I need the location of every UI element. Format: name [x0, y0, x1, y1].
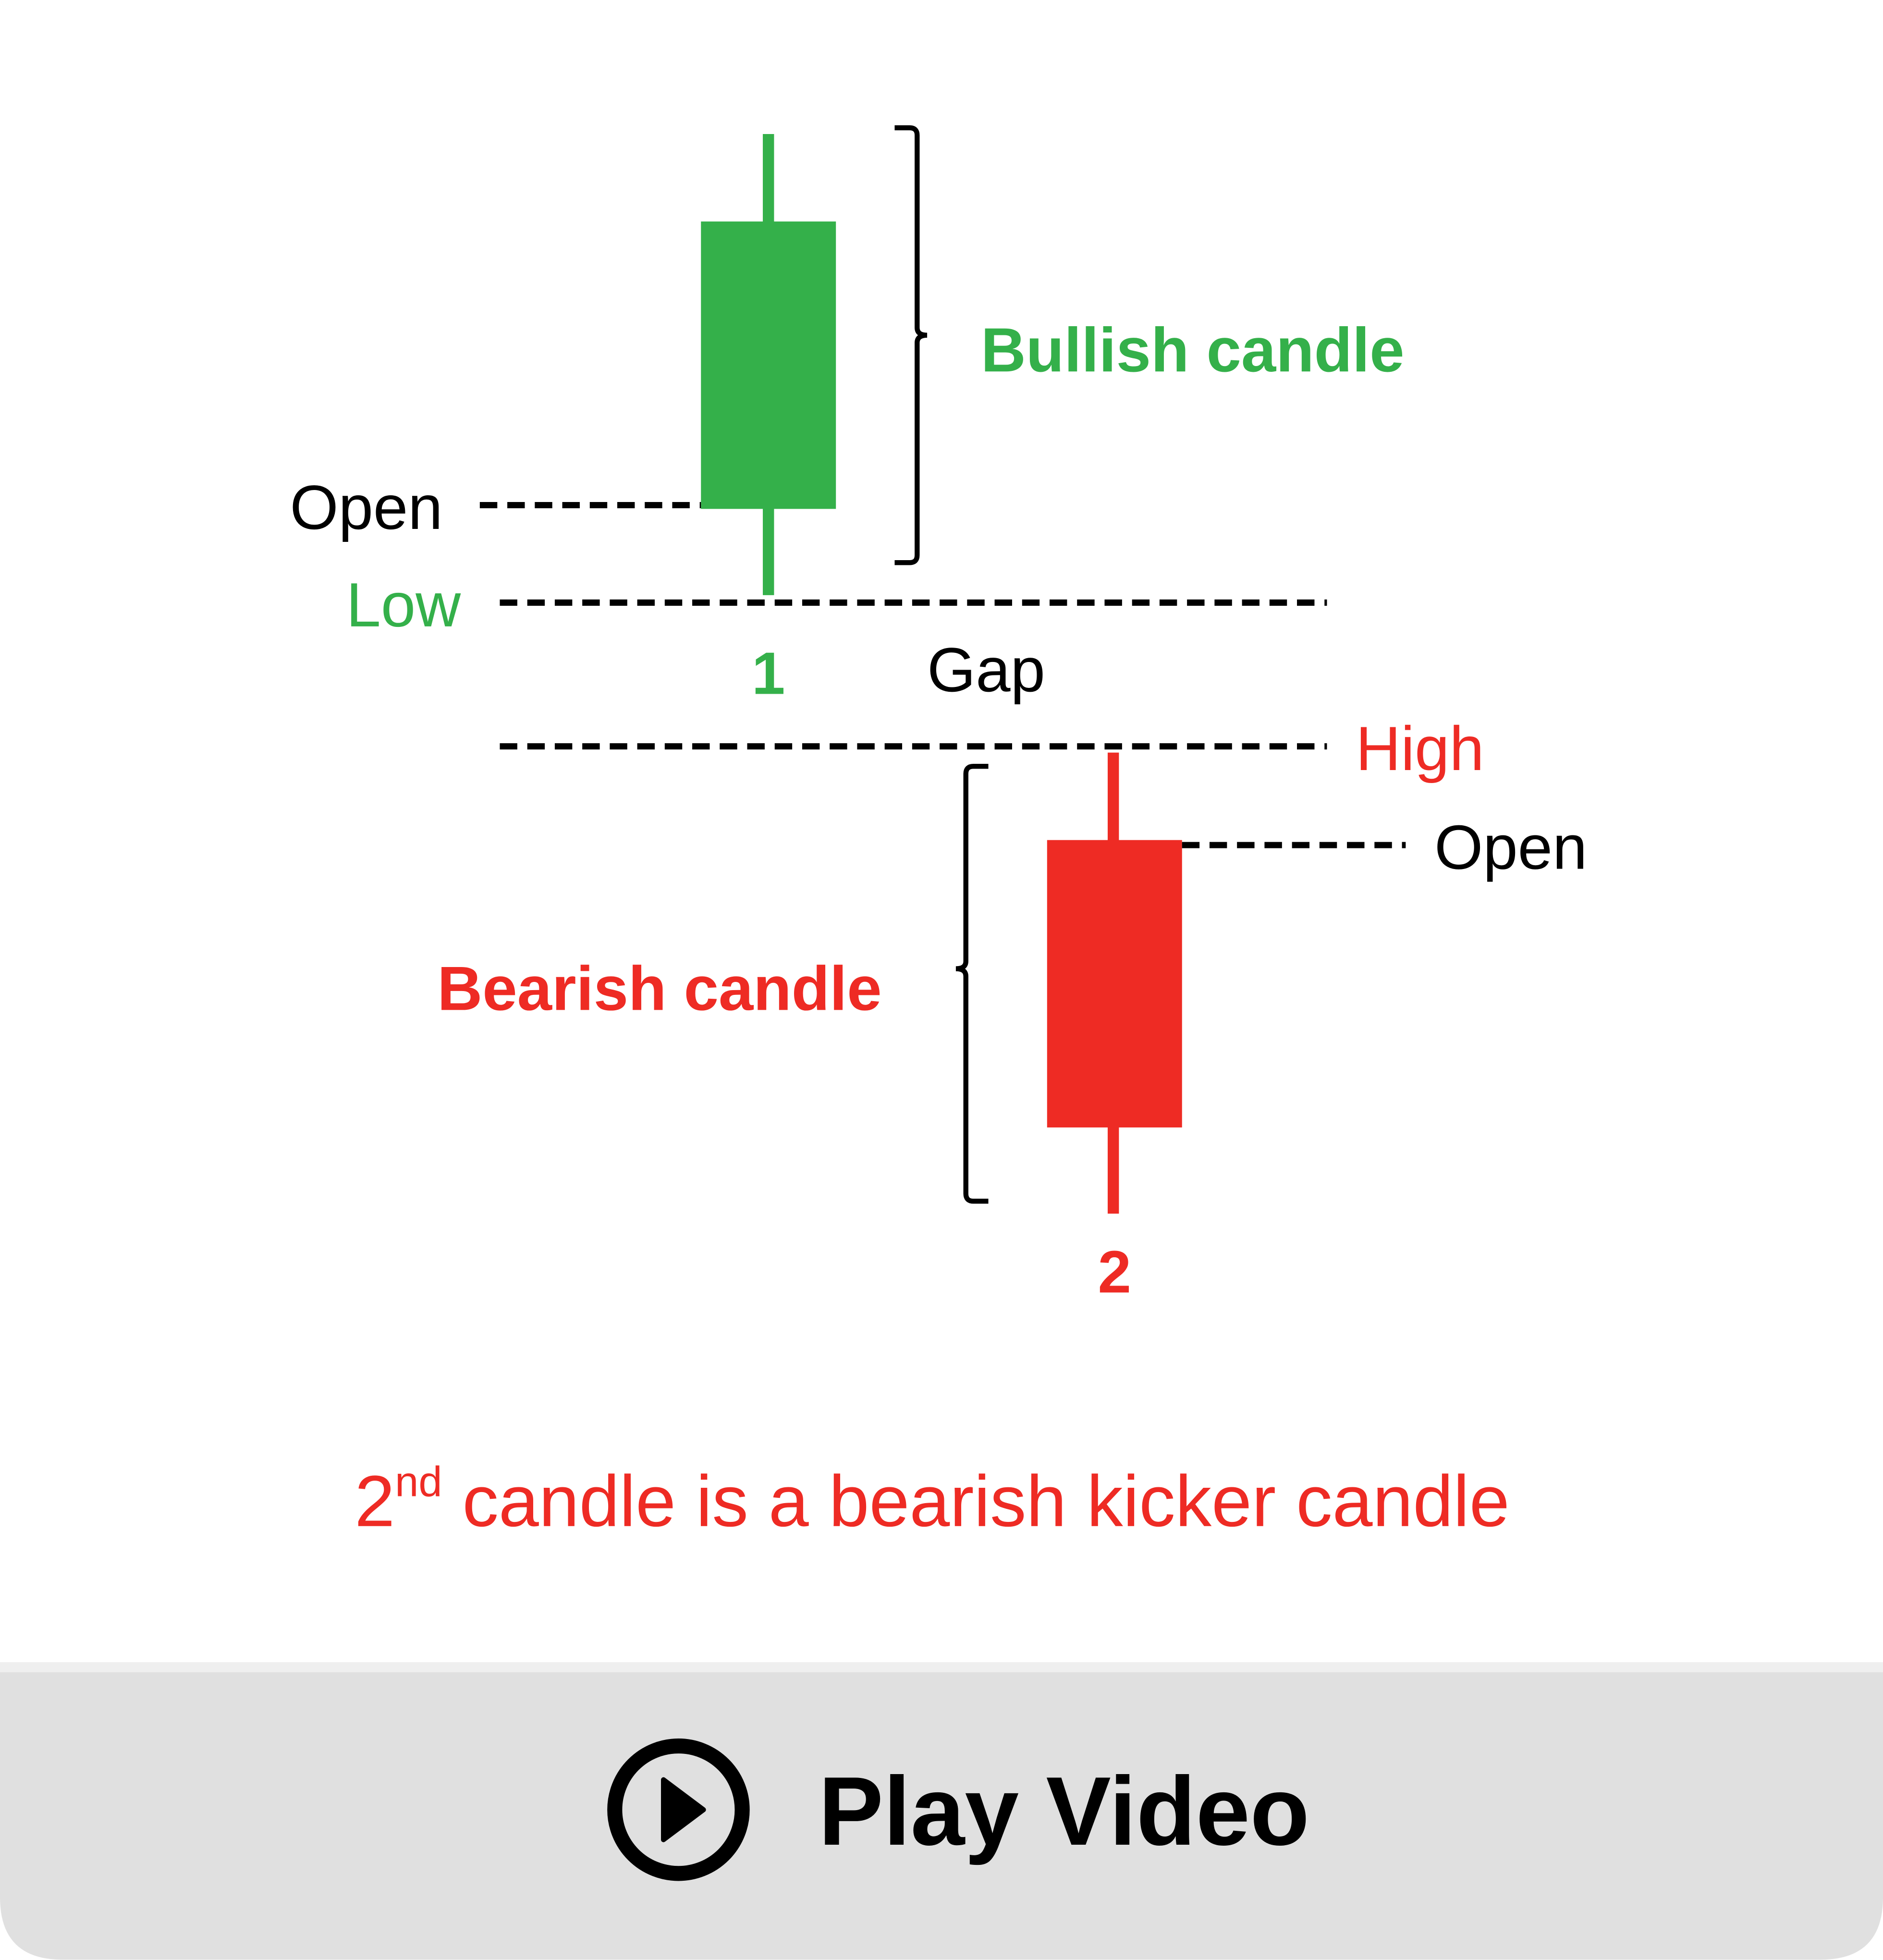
candle-1-brace [894, 125, 928, 565]
candle-2-number: 2 [1098, 1238, 1131, 1305]
candle-1-low-label: Low [346, 570, 462, 640]
candle-1-body [701, 221, 836, 509]
candle-2-high-label: High [1356, 713, 1484, 784]
caption: 2nd candle is a bearish kicker candle [355, 1458, 1509, 1541]
candle-1-number: 1 [752, 640, 785, 707]
candle-2-body [1047, 840, 1182, 1127]
candle-1-label: Bullish candle [981, 315, 1405, 385]
gap-label: Gap [927, 635, 1045, 705]
candle-1-open-label: Open [290, 472, 442, 542]
candle-2-open-label: Open [1434, 812, 1587, 882]
play-video-button[interactable]: Play Video [0, 1662, 1883, 1960]
play-video-label: Play Video [819, 1756, 1309, 1865]
play-circle-icon [607, 1738, 750, 1881]
candle-2-brace [955, 763, 989, 1204]
candle-2-label: Bearish candle [437, 953, 881, 1023]
